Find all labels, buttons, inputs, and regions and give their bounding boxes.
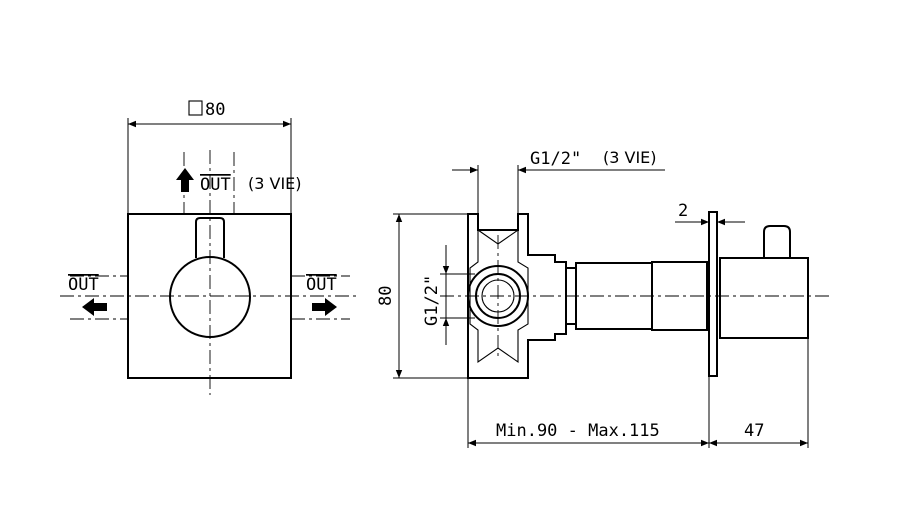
knob-depth-label: 47 — [744, 421, 764, 441]
valve-body-outline — [467, 213, 567, 379]
front-view: 80 OUT (3 VIE) OUT OUT — [60, 100, 360, 395]
plate-thickness-dimension: 2 — [675, 201, 745, 226]
thread-top-suffix: (3 VIE) — [603, 148, 657, 167]
outlet-top-label: OUT — [200, 175, 231, 195]
wall-plate — [708, 211, 718, 377]
arrow-up-icon — [176, 168, 194, 192]
depth-range-label: Min.90 - Max.115 — [496, 421, 660, 441]
depth-dimension: Min.90 - Max.115 47 — [467, 338, 809, 448]
thread-side-dimension: G1/2" — [422, 245, 475, 345]
height-dimension: 80 — [376, 213, 468, 379]
knob-circle — [169, 256, 251, 338]
thread-top-dimension: G1/2" (3 VIE) — [452, 148, 665, 214]
arrow-left-icon — [82, 298, 107, 316]
height-label: 80 — [376, 286, 396, 306]
outlet-top-suffix: (3 VIE) — [248, 174, 302, 193]
plate-thickness-label: 2 — [678, 201, 688, 221]
front-width-dimension: 80 — [127, 100, 292, 214]
knob-lever-side — [763, 225, 791, 258]
arrow-right-icon — [312, 298, 337, 316]
outlet-left-label: OUT — [68, 275, 99, 295]
knob-lever — [195, 217, 225, 258]
front-width-label: 80 — [205, 100, 225, 120]
knob-body-side — [719, 257, 809, 339]
outlet-right-label: OUT — [306, 275, 337, 295]
thread-top-label: G1/2" — [530, 149, 581, 169]
thread-side-label: G1/2" — [422, 275, 442, 326]
side-view: G1/2" (3 VIE) G1/2" 80 2 — [376, 148, 830, 448]
square-symbol-icon — [188, 100, 203, 116]
